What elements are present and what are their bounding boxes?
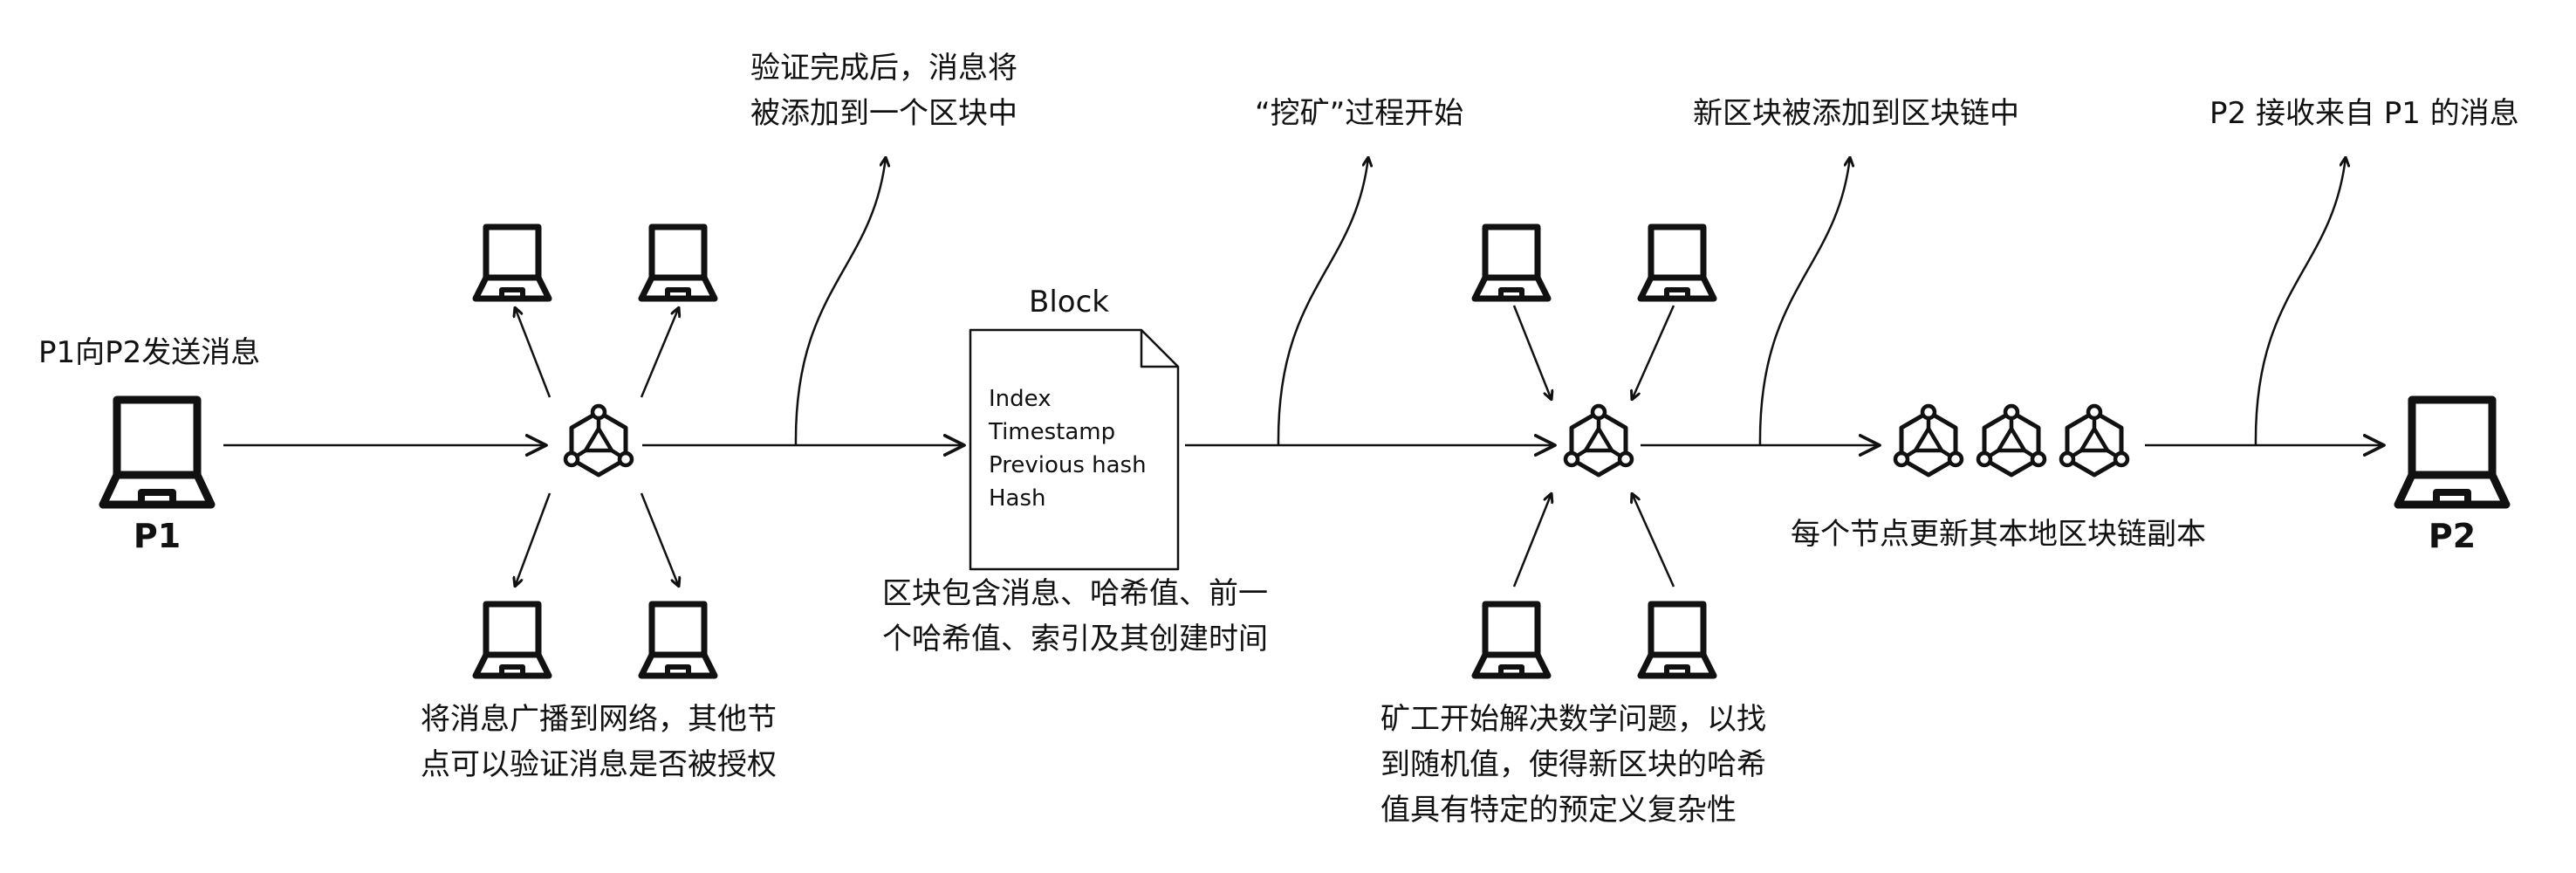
arrow-broadcast-up-left [515,307,552,398]
arrow-miner-down-left-in [1512,493,1552,588]
p2-laptop-icon [2398,400,2506,505]
callout-arrow-verify [794,157,886,446]
arrow-broadcast-down-left [515,492,552,587]
callout-arrow-mining [1277,157,1368,446]
miner-laptop-icon [1475,604,1548,676]
laptop-icon [641,227,715,299]
arrow-miner-up-left-in [1512,305,1552,400]
blockchain-node-icon [1565,406,1632,475]
delivery-caption: P2 接收来自 P1 的消息 [2209,96,2519,131]
arrow-broadcast-down-right [640,492,679,587]
callout-arrow-delivery [2254,157,2346,446]
laptop-icon [476,227,549,299]
mining-caption: “挖矿”过程开始 [1255,96,1464,131]
block-field-previous-hash: Previous hash [989,452,1147,478]
arrow-broadcast-up-right [640,307,679,398]
verify-caption-line-1: 验证完成后，消息将 [750,51,1017,86]
block-field-hash: Hash [989,485,1046,512]
block-caption-line-2: 个哈希值、索引及其创建时间 [882,622,1268,656]
block-caption-line-1: 区块包含消息、哈希值、前一 [882,576,1268,611]
blockchain-node-icon [565,406,632,475]
receiver-label: P2 [2428,517,2477,555]
block-field-index: Index [989,386,1052,412]
broadcast-caption-line-2: 点可以验证消息是否被授权 [421,747,777,782]
chain-node-icon [1978,406,2045,475]
arrow-miner-down-right-in [1632,493,1675,588]
block-title: Block [1029,285,1109,320]
sender-label: P1 [133,517,182,555]
mining-detail-line-1: 矿工开始解决数学问题，以找 [1380,702,1766,737]
miner-laptop-icon [1475,227,1548,299]
block-field-timestamp: Timestamp [989,419,1116,445]
laptop-icon [476,604,549,676]
mining-detail-line-3: 值具有特定的预定义复杂性 [1380,793,1737,828]
callout-arrow-chain [1758,157,1850,446]
mining-detail-line-2: 到随机值，使得新区块的哈希 [1380,747,1766,782]
p1-laptop-icon [103,400,211,505]
arrow-miner-up-right-in [1632,305,1675,400]
chain-node-icon [2061,406,2127,475]
broadcast-caption-line-1: 将消息广播到网络，其他节 [421,702,777,737]
document-icon [969,328,1180,571]
laptop-icon [641,604,715,676]
sender-caption: P1向P2发送消息 [38,335,261,370]
chain-node-icon [1895,406,1962,475]
verify-caption-line-2: 被添加到一个区块中 [750,96,1017,131]
miner-laptop-icon [1641,604,1714,676]
miner-laptop-icon [1641,227,1714,299]
chain-update-caption: 每个节点更新其本地区块链副本 [1791,517,2206,552]
chain-caption: 新区块被添加到区块链中 [1693,96,2019,131]
